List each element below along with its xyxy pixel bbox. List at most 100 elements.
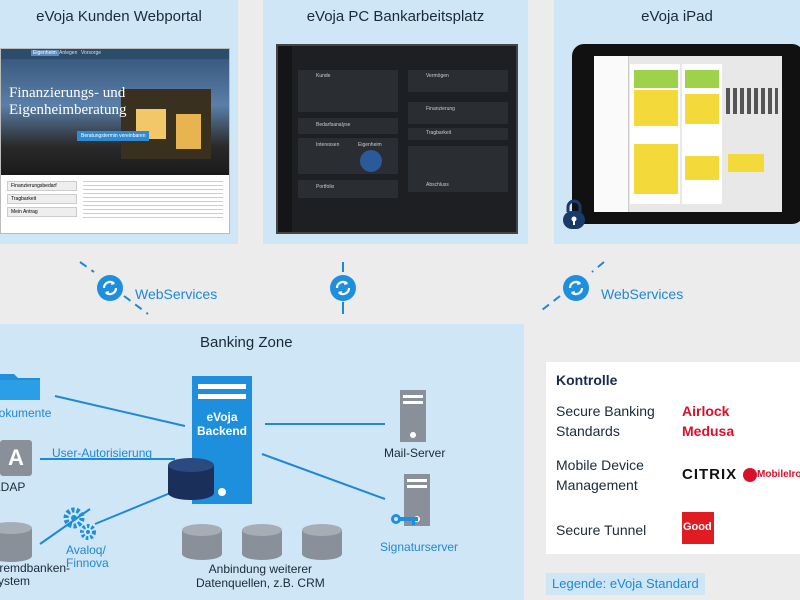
pc-card-label: Bedarfsanalyse (316, 122, 351, 128)
pc-card: Abschluss (408, 180, 508, 192)
mobileiron-logo: MobileIron (757, 469, 800, 480)
web-hero-text: Finanzierungs- und Eigenheimberatung (9, 85, 127, 118)
webservices-label-left: WebServices (135, 286, 218, 302)
database-icon (242, 524, 282, 565)
ldap-label: LDAP (0, 480, 26, 494)
signatur-server-label: Signaturserver (380, 540, 459, 554)
fremdbanken-label: Fremdbanken- system (0, 561, 71, 588)
key-icon (390, 512, 420, 526)
web-body-text (83, 181, 223, 221)
legend-box: Legende: eVoja Standard (546, 573, 705, 595)
mail-server-label: Mail-Server (384, 446, 446, 460)
web-portal-title: eVoja Kunden Webportal (36, 8, 202, 25)
pc-card: Finanzierung (408, 102, 508, 124)
pc-card: Interessen Eigenheim (298, 138, 398, 174)
pc-card: Portfolio (298, 180, 398, 198)
house-window (176, 114, 201, 149)
folder-icon (0, 368, 42, 402)
ipad-yellow-block (685, 94, 719, 124)
sync-icon (330, 275, 356, 301)
legend-text: Legende: eVoja Standard (552, 576, 699, 591)
web-portal-panel: eVoja Kunden Webportal Eigenheim Anlegen… (0, 0, 238, 244)
ipad-panel: eVoja iPad (554, 0, 800, 244)
ipad-device (572, 44, 800, 224)
ipad-sidebar (594, 56, 629, 212)
web-hero-button[interactable]: Beratungstermin vereinbaren (77, 131, 150, 141)
server-led (218, 488, 226, 496)
dokumente-label: Dokumente (0, 406, 52, 420)
pc-card-label: Eigenheim (358, 142, 382, 148)
backend-database-icon (168, 458, 214, 505)
pc-card-label: Vermögen (426, 73, 449, 79)
gears-icon (62, 506, 98, 542)
webservices-label-right: WebServices (601, 286, 684, 302)
pc-card: Vermögen (408, 70, 508, 92)
ldap-letter: A (8, 445, 24, 470)
web-side-menu: Finanzierungsbedarf Tragbarkeit Mein Ant… (7, 181, 77, 220)
banking-zone-title: Banking Zone (200, 334, 293, 351)
pc-panel: eVoja PC Bankarbeitsplatz Kunde Vermögen… (263, 0, 528, 244)
pc-card-label: Finanzierung (426, 106, 455, 112)
web-tab[interactable]: Anlegen (59, 50, 78, 56)
pc-card-label: Interessen (316, 142, 340, 148)
connector-lines (79, 261, 605, 315)
web-side-item[interactable]: Mein Antrag (7, 207, 77, 217)
pc-card-label: Kunde (316, 73, 331, 79)
web-side-item[interactable]: Tragbarkeit (7, 194, 77, 204)
kontrolle-box: Kontrolle Secure Banking Standards Airlo… (546, 362, 800, 554)
kontrolle-row-label: Mobile Device Management (556, 457, 644, 493)
good-logo: Good (682, 512, 714, 544)
server-slot (198, 384, 246, 389)
ipad-green-block (685, 70, 719, 88)
web-tab[interactable]: Eigenheim (31, 50, 59, 56)
ipad-col (630, 64, 680, 204)
pc-card: Tragbarkeit (408, 128, 508, 140)
web-nav-bar: Eigenheim Anlegen Vorsorge (1, 49, 229, 59)
pc-card (408, 146, 508, 182)
database-icon (0, 522, 32, 567)
pc-panel-title: eVoja PC Bankarbeitsplatz (306, 8, 485, 25)
pc-card: Kunde (298, 70, 398, 112)
user-autorisierung-label: User-Autorisierung (52, 446, 153, 460)
pc-pie (360, 150, 382, 172)
sync-icon (563, 275, 589, 301)
ldap-icon: A (0, 440, 32, 476)
avaloq-label: Avaloq/ Finnova (66, 543, 109, 570)
server-slot (198, 394, 246, 399)
web-portal-screenshot: Eigenheim Anlegen Vorsorge Finanzierungs… (0, 48, 230, 234)
ipad-yellow-block (728, 154, 764, 172)
pc-card-label: Tragbarkeit (426, 130, 452, 136)
ipad-panel-title: eVoja iPad (641, 8, 713, 25)
database-icon (302, 524, 342, 565)
pc-card-label: Abschluss (426, 182, 449, 188)
ipad-yellow-block (634, 144, 678, 194)
ipad-yellow-block (685, 156, 719, 180)
pc-card: Bedarfsanalyse (298, 118, 398, 134)
good-logo-text: Good (683, 521, 712, 533)
pc-screenshot: Kunde Vermögen Bedarfsanalyse Finanzieru… (276, 44, 518, 234)
pc-sidebar (278, 46, 292, 232)
ipad-green-block (634, 70, 678, 88)
mail-server-icon (400, 390, 426, 442)
database-icon (182, 524, 222, 565)
mobileiron-logo-mark (743, 468, 757, 482)
ipad-yellow-block (634, 90, 678, 126)
airlock-logo: Airlock Medusa (682, 403, 735, 439)
kontrolle-row-label: Secure Banking Standards (556, 403, 655, 439)
kontrolle-row-label: Secure Tunnel (556, 522, 647, 538)
server-slot (403, 401, 423, 404)
lock-icon (560, 198, 588, 230)
kontrolle-title: Kontrolle (556, 372, 618, 388)
server-slot (403, 395, 423, 398)
sync-icon (97, 275, 123, 301)
server-led (410, 432, 416, 438)
backend-label: eVoja Backend (196, 410, 248, 438)
web-side-item[interactable]: Finanzierungsbedarf (7, 181, 77, 191)
pc-card-label: Portfolio (316, 184, 335, 190)
banking-zone: Banking Zone Dokumente A LDAP User-Autor… (0, 324, 524, 600)
ipad-col (682, 64, 722, 204)
web-tab[interactable]: Vorsorge (81, 50, 102, 56)
datenquellen-label: Anbindung weiterer Datenquellen, z.B. CR… (196, 562, 325, 590)
server-slot (407, 485, 427, 488)
server-slot (407, 479, 427, 482)
